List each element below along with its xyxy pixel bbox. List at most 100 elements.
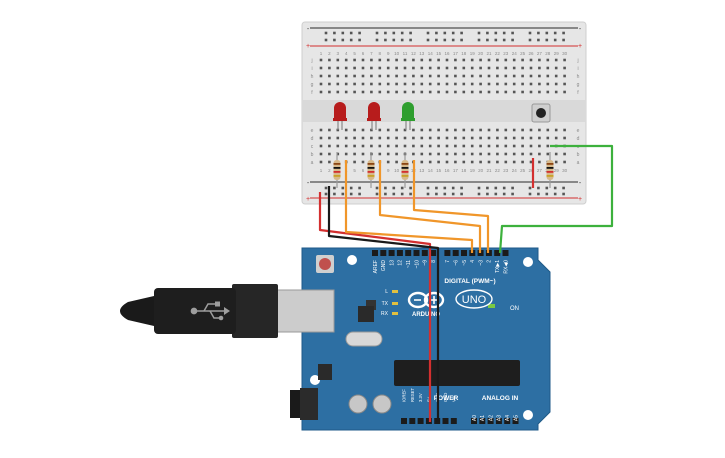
digital-pin[interactable] (461, 250, 467, 256)
rail-hole[interactable] (451, 31, 455, 35)
rail-hole[interactable] (511, 186, 514, 190)
rail-hole[interactable] (486, 186, 489, 190)
breadboard-hole[interactable] (462, 136, 466, 140)
breadboard-hole[interactable] (538, 144, 541, 148)
breadboard-hole[interactable] (546, 74, 550, 78)
breadboard-hole[interactable] (412, 66, 415, 70)
rail-hole[interactable] (375, 186, 379, 190)
breadboard-hole[interactable] (470, 90, 474, 94)
rail-hole[interactable] (333, 186, 336, 190)
rail-hole[interactable] (553, 192, 557, 196)
breadboard-hole[interactable] (454, 74, 457, 78)
breadboard-hole[interactable] (336, 152, 340, 156)
breadboard-hole[interactable] (504, 82, 508, 86)
breadboard-hole[interactable] (496, 66, 499, 70)
rail-hole[interactable] (324, 31, 328, 35)
rail-hole[interactable] (528, 38, 532, 42)
breadboard-hole[interactable] (454, 82, 457, 86)
breadboard-hole[interactable] (479, 144, 482, 148)
breadboard-hole[interactable] (462, 74, 466, 78)
breadboard-hole[interactable] (529, 66, 533, 70)
rail-hole[interactable] (400, 38, 404, 42)
breadboard-hole[interactable] (529, 128, 533, 132)
breadboard-hole[interactable] (336, 144, 340, 148)
rail-hole[interactable] (477, 192, 481, 196)
breadboard-hole[interactable] (353, 160, 356, 164)
breadboard-hole[interactable] (470, 58, 474, 62)
breadboard-hole[interactable] (538, 136, 541, 140)
breadboard-hole[interactable] (328, 128, 331, 132)
breadboard-hole[interactable] (512, 144, 516, 148)
breadboard-hole[interactable] (529, 144, 533, 148)
breadboard-hole[interactable] (378, 136, 382, 140)
breadboard-hole[interactable] (370, 74, 373, 78)
rail-hole[interactable] (451, 38, 455, 42)
breadboard-hole[interactable] (512, 58, 516, 62)
rail-hole[interactable] (349, 186, 353, 190)
breadboard-hole[interactable] (521, 90, 524, 94)
rail-hole[interactable] (426, 186, 430, 190)
pushbutton[interactable] (531, 103, 551, 123)
breadboard-hole[interactable] (479, 82, 482, 86)
breadboard-hole[interactable] (319, 128, 323, 132)
rail-hole[interactable] (477, 186, 481, 190)
rail-hole[interactable] (341, 186, 345, 190)
breadboard-hole[interactable] (428, 74, 432, 78)
breadboard-hole[interactable] (344, 90, 348, 94)
rail-hole[interactable] (553, 38, 557, 42)
breadboard-hole[interactable] (521, 74, 524, 78)
breadboard-hole[interactable] (512, 66, 516, 70)
breadboard-hole[interactable] (378, 144, 382, 148)
breadboard-hole[interactable] (563, 160, 566, 164)
rail-hole[interactable] (502, 192, 506, 196)
breadboard-hole[interactable] (554, 152, 558, 156)
breadboard-hole[interactable] (521, 128, 524, 132)
rail-hole[interactable] (435, 192, 438, 196)
breadboard-hole[interactable] (395, 152, 398, 156)
breadboard-hole[interactable] (521, 58, 524, 62)
breadboard-hole[interactable] (512, 136, 516, 140)
breadboard-hole[interactable] (319, 160, 323, 164)
breadboard-hole[interactable] (420, 152, 424, 156)
rail-hole[interactable] (392, 31, 396, 35)
breadboard-hole[interactable] (546, 82, 550, 86)
resistor[interactable] (546, 152, 554, 188)
rail-hole[interactable] (400, 192, 404, 196)
breadboard-hole[interactable] (496, 74, 499, 78)
breadboard-hole[interactable] (554, 90, 558, 94)
breadboard-hole[interactable] (454, 90, 457, 94)
rail-hole[interactable] (545, 38, 549, 42)
rail-hole[interactable] (545, 192, 549, 196)
breadboard-hole[interactable] (487, 58, 491, 62)
rail-hole[interactable] (324, 186, 328, 190)
breadboard-hole[interactable] (462, 128, 466, 132)
breadboard-hole[interactable] (328, 90, 331, 94)
breadboard-hole[interactable] (386, 160, 390, 164)
breadboard-hole[interactable] (319, 152, 323, 156)
breadboard-hole[interactable] (412, 82, 415, 86)
rail-hole[interactable] (333, 38, 336, 42)
rail-hole[interactable] (426, 192, 430, 196)
breadboard-hole[interactable] (420, 90, 424, 94)
breadboard-hole[interactable] (412, 128, 415, 132)
breadboard-hole[interactable] (512, 152, 516, 156)
rail-hole[interactable] (349, 192, 353, 196)
breadboard-hole[interactable] (445, 82, 449, 86)
breadboard-hole[interactable] (563, 82, 566, 86)
breadboard-hole[interactable] (378, 58, 382, 62)
breadboard-hole[interactable] (496, 82, 499, 86)
rail-hole[interactable] (435, 38, 438, 42)
breadboard-hole[interactable] (361, 82, 365, 86)
breadboard-hole[interactable] (344, 152, 348, 156)
rail-hole[interactable] (409, 186, 412, 190)
breadboard-hole[interactable] (563, 128, 566, 132)
digital-pin[interactable] (396, 250, 403, 256)
breadboard-hole[interactable] (445, 136, 449, 140)
breadboard-hole[interactable] (353, 136, 356, 140)
analog-pin[interactable] (512, 418, 519, 424)
power-pin[interactable] (409, 418, 416, 424)
rail-hole[interactable] (392, 186, 396, 190)
rail-hole[interactable] (562, 31, 565, 35)
breadboard-hole[interactable] (445, 66, 449, 70)
breadboard-hole[interactable] (403, 58, 407, 62)
